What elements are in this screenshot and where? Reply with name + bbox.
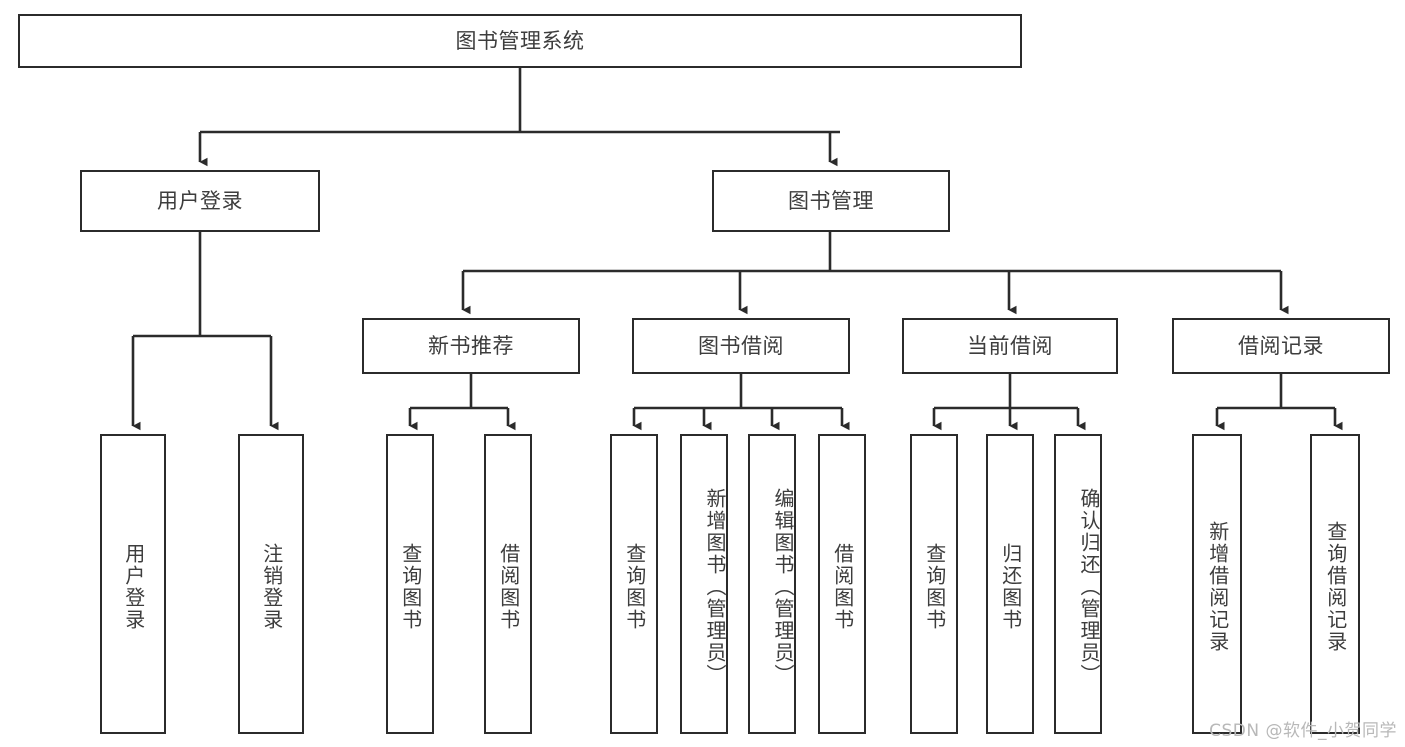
- node-用户登录-leaf-0[interactable]: 用户登录: [100, 434, 166, 734]
- node-新增图书管理员-leaf-5[interactable]: 新增图书（管理员）: [680, 434, 728, 734]
- node-label: 当前借阅: [967, 333, 1053, 358]
- node-查询图书-leaf-2[interactable]: 查询图书: [386, 434, 434, 734]
- node-确认归还管理员-leaf-10[interactable]: 确认归还（管理员）: [1054, 434, 1102, 734]
- node-编辑图书管理员-leaf-6[interactable]: 编辑图书（管理员）: [748, 434, 796, 734]
- node-label: 查询图书: [622, 543, 647, 631]
- node-借阅图书-leaf-3[interactable]: 借阅图书: [484, 434, 532, 734]
- node-root-图书管理系统[interactable]: 图书管理系统: [18, 14, 1022, 68]
- node-图书管理-l1[interactable]: 图书管理: [712, 170, 950, 232]
- node-label: 确认归还（管理员）: [1077, 488, 1101, 686]
- node-label: 新书推荐: [428, 333, 514, 358]
- node-归还图书-leaf-9[interactable]: 归还图书: [986, 434, 1034, 734]
- node-label: 图书管理系统: [455, 28, 585, 53]
- node-当前借阅-l2[interactable]: 当前借阅: [902, 318, 1118, 374]
- node-借阅图书-leaf-7[interactable]: 借阅图书: [818, 434, 866, 734]
- node-图书借阅-l2[interactable]: 图书借阅: [632, 318, 850, 374]
- node-用户登录-l1[interactable]: 用户登录: [80, 170, 320, 232]
- node-label: 借阅记录: [1238, 333, 1324, 358]
- node-注销登录-leaf-1[interactable]: 注销登录: [238, 434, 304, 734]
- node-label: 用户登录: [157, 188, 243, 213]
- node-label: 新增借阅记录: [1205, 521, 1230, 653]
- node-label: 注销登录: [259, 543, 284, 631]
- node-新增借阅记录-leaf-11[interactable]: 新增借阅记录: [1192, 434, 1242, 734]
- node-label: 查询图书: [398, 543, 423, 631]
- node-label: 借阅图书: [496, 543, 521, 631]
- node-label: 编辑图书（管理员）: [771, 488, 795, 686]
- node-查询图书-leaf-8[interactable]: 查询图书: [910, 434, 958, 734]
- node-label: 图书借阅: [698, 333, 784, 358]
- node-label: 图书管理: [788, 188, 874, 213]
- node-label: 新增图书（管理员）: [703, 488, 727, 686]
- node-查询借阅记录-leaf-12[interactable]: 查询借阅记录: [1310, 434, 1360, 734]
- node-查询图书-leaf-4[interactable]: 查询图书: [610, 434, 658, 734]
- node-label: 借阅图书: [830, 543, 855, 631]
- node-借阅记录-l2[interactable]: 借阅记录: [1172, 318, 1390, 374]
- node-label: 查询图书: [922, 543, 947, 631]
- node-新书推荐-l2[interactable]: 新书推荐: [362, 318, 580, 374]
- node-label: 查询借阅记录: [1323, 521, 1348, 653]
- node-label: 用户登录: [121, 543, 146, 631]
- node-label: 归还图书: [998, 543, 1023, 631]
